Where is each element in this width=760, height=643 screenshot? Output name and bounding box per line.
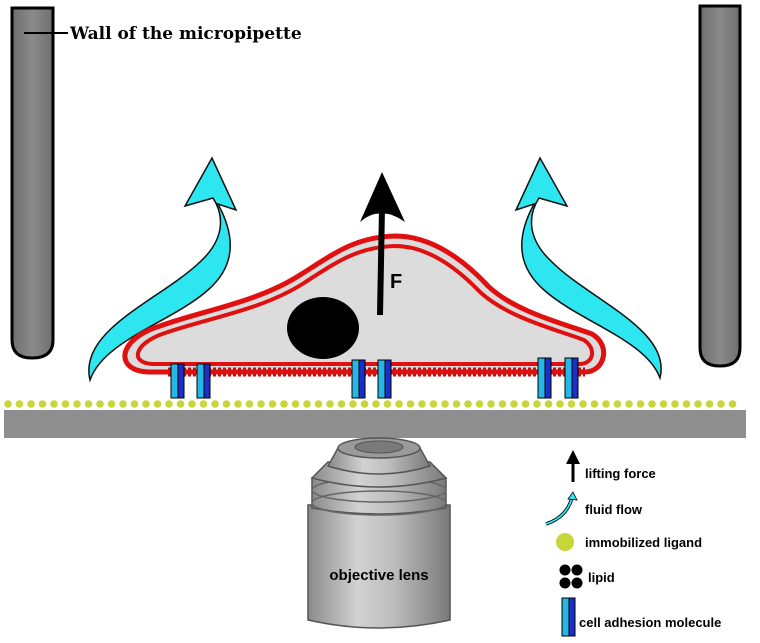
fluid-flow-arrow-left xyxy=(88,156,238,383)
micropipette-wall-right xyxy=(698,4,742,368)
ligand-dot xyxy=(130,400,139,408)
ligand-dot xyxy=(544,400,553,408)
substrate xyxy=(4,410,746,438)
cell-membrane-inner xyxy=(135,243,595,366)
ligand-dot xyxy=(245,400,254,408)
ligand-dot xyxy=(50,400,58,408)
ligand-dot xyxy=(717,400,725,408)
ligand-dot xyxy=(257,400,265,408)
ligand-dot xyxy=(590,400,599,408)
ligand-dot xyxy=(533,400,541,408)
legend-label-immobilized-ligand: immobilized ligand xyxy=(585,535,702,550)
ligand-dot xyxy=(625,400,633,408)
ligand-dot xyxy=(521,400,530,408)
ligand-dot xyxy=(671,400,679,408)
ligand-dot xyxy=(441,400,449,408)
ligand-dot xyxy=(452,400,461,408)
ligand-dot xyxy=(15,400,24,408)
legend-item-cell-adhesion-molecule: cell adhesion molecule xyxy=(561,597,721,637)
immobilized-ligand-row xyxy=(4,400,737,408)
ligand-dot xyxy=(4,400,12,408)
ligand-dot xyxy=(349,400,357,408)
legend-item-lipid: lipid xyxy=(559,564,615,589)
legend-label-lifting-force: lifting force xyxy=(585,466,656,481)
micropipette-wall-left xyxy=(10,6,55,360)
legend-label-fluid-flow: fluid flow xyxy=(585,502,643,517)
ligand-dot xyxy=(395,400,403,408)
ligand-dot xyxy=(107,400,116,408)
ligand-dot xyxy=(176,400,185,408)
legend-label-cell-adhesion-molecule: cell adhesion molecule xyxy=(579,615,721,630)
ligand-dot xyxy=(84,400,93,408)
ligand-dot xyxy=(234,400,242,408)
legend: lifting force fluid flow immobilized lig… xyxy=(545,450,721,637)
ligand-dot xyxy=(372,400,380,408)
adhesion-molecule-group-3 xyxy=(537,357,579,399)
ligand-dot xyxy=(694,400,702,408)
cell xyxy=(122,233,607,377)
ligand-dot xyxy=(406,400,415,408)
ligand-dot xyxy=(38,400,47,408)
ligand-dot xyxy=(268,400,277,408)
ligand-dot xyxy=(705,400,714,408)
ligand-dot xyxy=(556,400,564,408)
ligand-dot xyxy=(613,400,622,408)
ligand-dot xyxy=(61,400,70,408)
legend-item-immobilized-ligand: immobilized ligand xyxy=(556,533,702,551)
lifting-force-arrow xyxy=(360,172,405,316)
ligand-dot xyxy=(291,400,300,408)
ligand-dot xyxy=(280,400,288,408)
ligand-dot xyxy=(96,400,104,408)
ligand-dot xyxy=(222,400,231,408)
ligand-dot xyxy=(579,400,587,408)
ligand-dot xyxy=(648,400,656,408)
legend-item-fluid-flow: fluid flow xyxy=(545,491,643,526)
adhesion-molecule-group-2 xyxy=(351,359,392,399)
ligand-dot xyxy=(728,400,737,408)
ligand-dot xyxy=(303,400,311,408)
ligand-dot xyxy=(475,400,484,408)
ligand-dot xyxy=(418,400,426,408)
ligand-dot xyxy=(326,400,334,408)
objective-lens-label: objective lens xyxy=(329,567,428,584)
ligand-dot xyxy=(659,400,668,408)
ligand-dot xyxy=(165,400,173,408)
ligand-dot xyxy=(510,400,518,408)
ligand-dot xyxy=(360,400,369,408)
ligand-dot xyxy=(314,400,323,408)
ligand-dot xyxy=(337,400,346,408)
ligand-dot xyxy=(429,400,438,408)
ligand-dot xyxy=(487,400,495,408)
wall-label: Wall of the micropipette xyxy=(69,24,302,44)
ligand-dot xyxy=(636,400,645,408)
ligand-dot xyxy=(188,400,196,408)
ligand-dot xyxy=(199,400,208,408)
objective-lens xyxy=(307,437,451,629)
ligand-dot xyxy=(211,400,219,408)
ligand-dot xyxy=(153,400,162,408)
ligand-dot xyxy=(498,400,507,408)
ligand-dot xyxy=(27,400,35,408)
fluid-flow-arrow-right xyxy=(514,156,662,381)
legend-label-lipid: lipid xyxy=(588,570,615,585)
cell-membrane-outer xyxy=(122,233,607,375)
ligand-dot xyxy=(567,400,576,408)
ligand-dot xyxy=(602,400,610,408)
adhesion-molecule-group-1 xyxy=(170,363,211,399)
ligand-dot xyxy=(142,400,150,408)
ligand-dot xyxy=(383,400,392,408)
ligand-dot xyxy=(682,400,691,408)
force-symbol: F xyxy=(390,271,402,293)
ligand-dot xyxy=(73,400,81,408)
ligand-dot xyxy=(119,400,127,408)
ligand-dot xyxy=(464,400,472,408)
cell-nucleus xyxy=(287,297,359,359)
legend-item-lifting-force: lifting force xyxy=(566,450,656,482)
